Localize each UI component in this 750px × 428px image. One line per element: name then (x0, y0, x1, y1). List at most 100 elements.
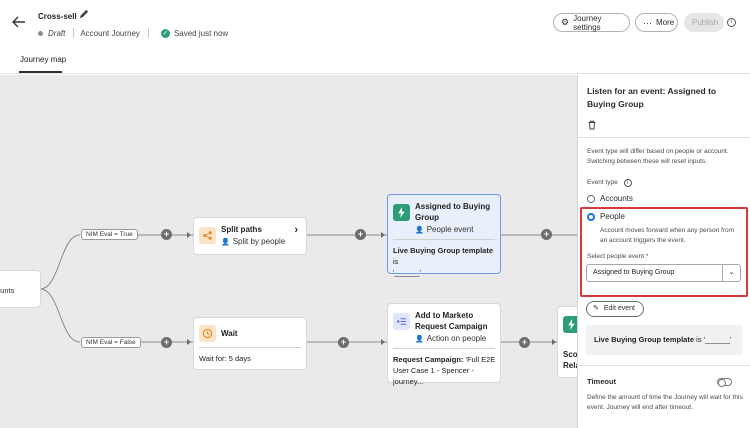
node-title: Wait (221, 329, 238, 338)
settings-gear-icon: ⚙ (561, 17, 570, 27)
status-dot-icon (38, 30, 43, 36)
info-icon[interactable]: i (623, 179, 632, 187)
journey-canvas[interactable]: ounts NIM Eval = True NIM Eval = False +… (0, 75, 577, 428)
required-asterisk: * (645, 253, 649, 260)
accounts-node-label: ounts (0, 286, 15, 295)
node-title-line1: Sco (563, 350, 577, 359)
node-subtitle-text: People event (426, 225, 474, 234)
radio-accounts[interactable] (587, 195, 595, 203)
journey-settings-button[interactable]: ⚙ Journey settings (553, 13, 630, 32)
split-paths-node[interactable]: Split paths 👤 Split by people › (194, 218, 306, 254)
people-event-select-value: Assigned to Buying Group (593, 269, 675, 276)
people-help: Account moves forward when any person fr… (600, 227, 735, 244)
node-subtitle-text: Split by people (232, 237, 286, 246)
more-button[interactable]: ··· More (635, 13, 678, 32)
journey-meta: Draft Account Journey ✓ Saved just now (38, 28, 228, 38)
add-node-button[interactable]: + (161, 337, 172, 348)
trash-icon[interactable] (587, 120, 597, 132)
add-node-button[interactable]: + (519, 337, 530, 348)
path-label-false[interactable]: NIM Eval = False (81, 337, 141, 348)
partial-event-node[interactable]: Sco Rela (558, 307, 577, 377)
event-properties-panel: Listen for an event: Assigned to Buying … (577, 75, 750, 428)
person-icon: 👤 (415, 335, 424, 343)
path-label-true[interactable]: NIM Eval = True (81, 229, 138, 240)
timeout-toggle[interactable] (717, 378, 732, 387)
split-icon (199, 227, 216, 244)
divider (578, 365, 750, 366)
node-subtitle: 👤 People event (415, 225, 473, 234)
more-label: More (656, 18, 675, 27)
wait-node[interactable]: Wait Wait for: 5 days (194, 318, 306, 369)
lightning-icon (393, 204, 410, 221)
timeout-label: Timeout (587, 377, 617, 386)
marketo-request-campaign-node[interactable]: Add to Marketo Request Campaign 👤 Action… (388, 304, 500, 386)
node-title-line2: Rela (563, 361, 577, 370)
publish-label: Publish (692, 18, 719, 27)
accounts-node[interactable]: ounts (0, 271, 40, 307)
journey-settings-label: Journey settings (573, 13, 602, 32)
ellipsis-icon: ··· (643, 17, 652, 28)
node-body-line2: User Case 1 - Spencer -journey... (393, 366, 474, 386)
chevron-right-icon[interactable]: › (294, 224, 298, 236)
person-icon: 👤 (221, 238, 230, 246)
add-node-button[interactable]: + (338, 337, 349, 348)
node-title-line1: Add to Marketo (415, 311, 474, 320)
node-subtitle-text: Action on people (426, 334, 487, 343)
arrow-left-icon[interactable] (11, 14, 29, 32)
chevron-down-icon: ⌄ (722, 265, 740, 281)
publish-button[interactable]: Publish (684, 13, 724, 32)
add-node-button[interactable]: + (161, 229, 172, 240)
node-title: Split paths (221, 225, 262, 234)
saved-status: Saved just now (173, 28, 229, 38)
edit-event-label: Edit event (603, 305, 636, 312)
divider (393, 348, 495, 349)
edit-event-button[interactable]: ✎ Edit event (586, 301, 645, 317)
select-people-event-label: Select people event * (587, 253, 648, 260)
radio-people[interactable] (587, 213, 595, 221)
marketo-flow-icon (393, 313, 410, 330)
template-value: is '______' (694, 335, 732, 344)
divider (147, 28, 149, 38)
active-tab-indicator (19, 71, 62, 73)
event-node-assigned-to-buying-group[interactable]: Assigned to Buying Group 👤 People event … (388, 195, 500, 277)
info-icon[interactable]: i (727, 18, 736, 27)
pencil-icon[interactable] (78, 9, 89, 23)
journey-title: Cross-sell (38, 12, 77, 21)
node-body-value: '______' (393, 268, 421, 277)
radio-people-label: People (600, 212, 625, 221)
node-body: Live Buying Group template is '______' (393, 245, 498, 278)
node-body: Request Campaign: 'Full E2E User Case 1 … (393, 354, 498, 387)
event-type-help: Event type will differ based on people o… (587, 148, 729, 165)
pencil-icon: ✎ (593, 305, 599, 312)
add-node-button[interactable]: + (541, 229, 552, 240)
divider (578, 137, 750, 138)
template-summary: Live Buying Group template is '______' (586, 325, 742, 355)
event-type-label-text: Event type (587, 179, 618, 186)
divider (199, 347, 301, 348)
clock-icon (199, 325, 216, 342)
checkmark-icon: ✓ (160, 28, 170, 38)
status-text: Draft (48, 28, 66, 38)
add-node-button[interactable]: + (355, 229, 366, 240)
divider (73, 28, 75, 38)
node-title-line2: Group (415, 213, 439, 222)
divider (393, 239, 495, 240)
journey-header: Cross-sell Draft Account Journey ✓ Saved… (0, 0, 750, 74)
tab-journey-map[interactable]: Journey map (20, 55, 67, 64)
timeout-help: Define the amount of time the Journey wi… (587, 394, 743, 411)
radio-accounts-label: Accounts (600, 194, 633, 203)
node-body: Wait for: 5 days (199, 354, 251, 363)
highlight-box (580, 207, 748, 297)
node-body-suffix: 'Full E2E (463, 355, 496, 364)
node-title-line2: Request Campaign (415, 322, 488, 331)
journey-type: Account Journey (80, 28, 140, 38)
template-name: Live Buying Group template (594, 335, 695, 344)
person-icon: 👤 (415, 226, 424, 234)
panel-title: Listen for an event: Assigned to Buying … (587, 86, 717, 109)
node-subtitle: 👤 Split by people (221, 237, 285, 246)
event-type-label: Event type i (587, 179, 632, 187)
people-event-select[interactable]: Assigned to Buying Group ⌄ (586, 264, 741, 282)
node-subtitle: 👤 Action on people (415, 334, 486, 343)
lightning-icon (563, 316, 577, 333)
select-people-event-label-text: Select people event (587, 253, 645, 260)
